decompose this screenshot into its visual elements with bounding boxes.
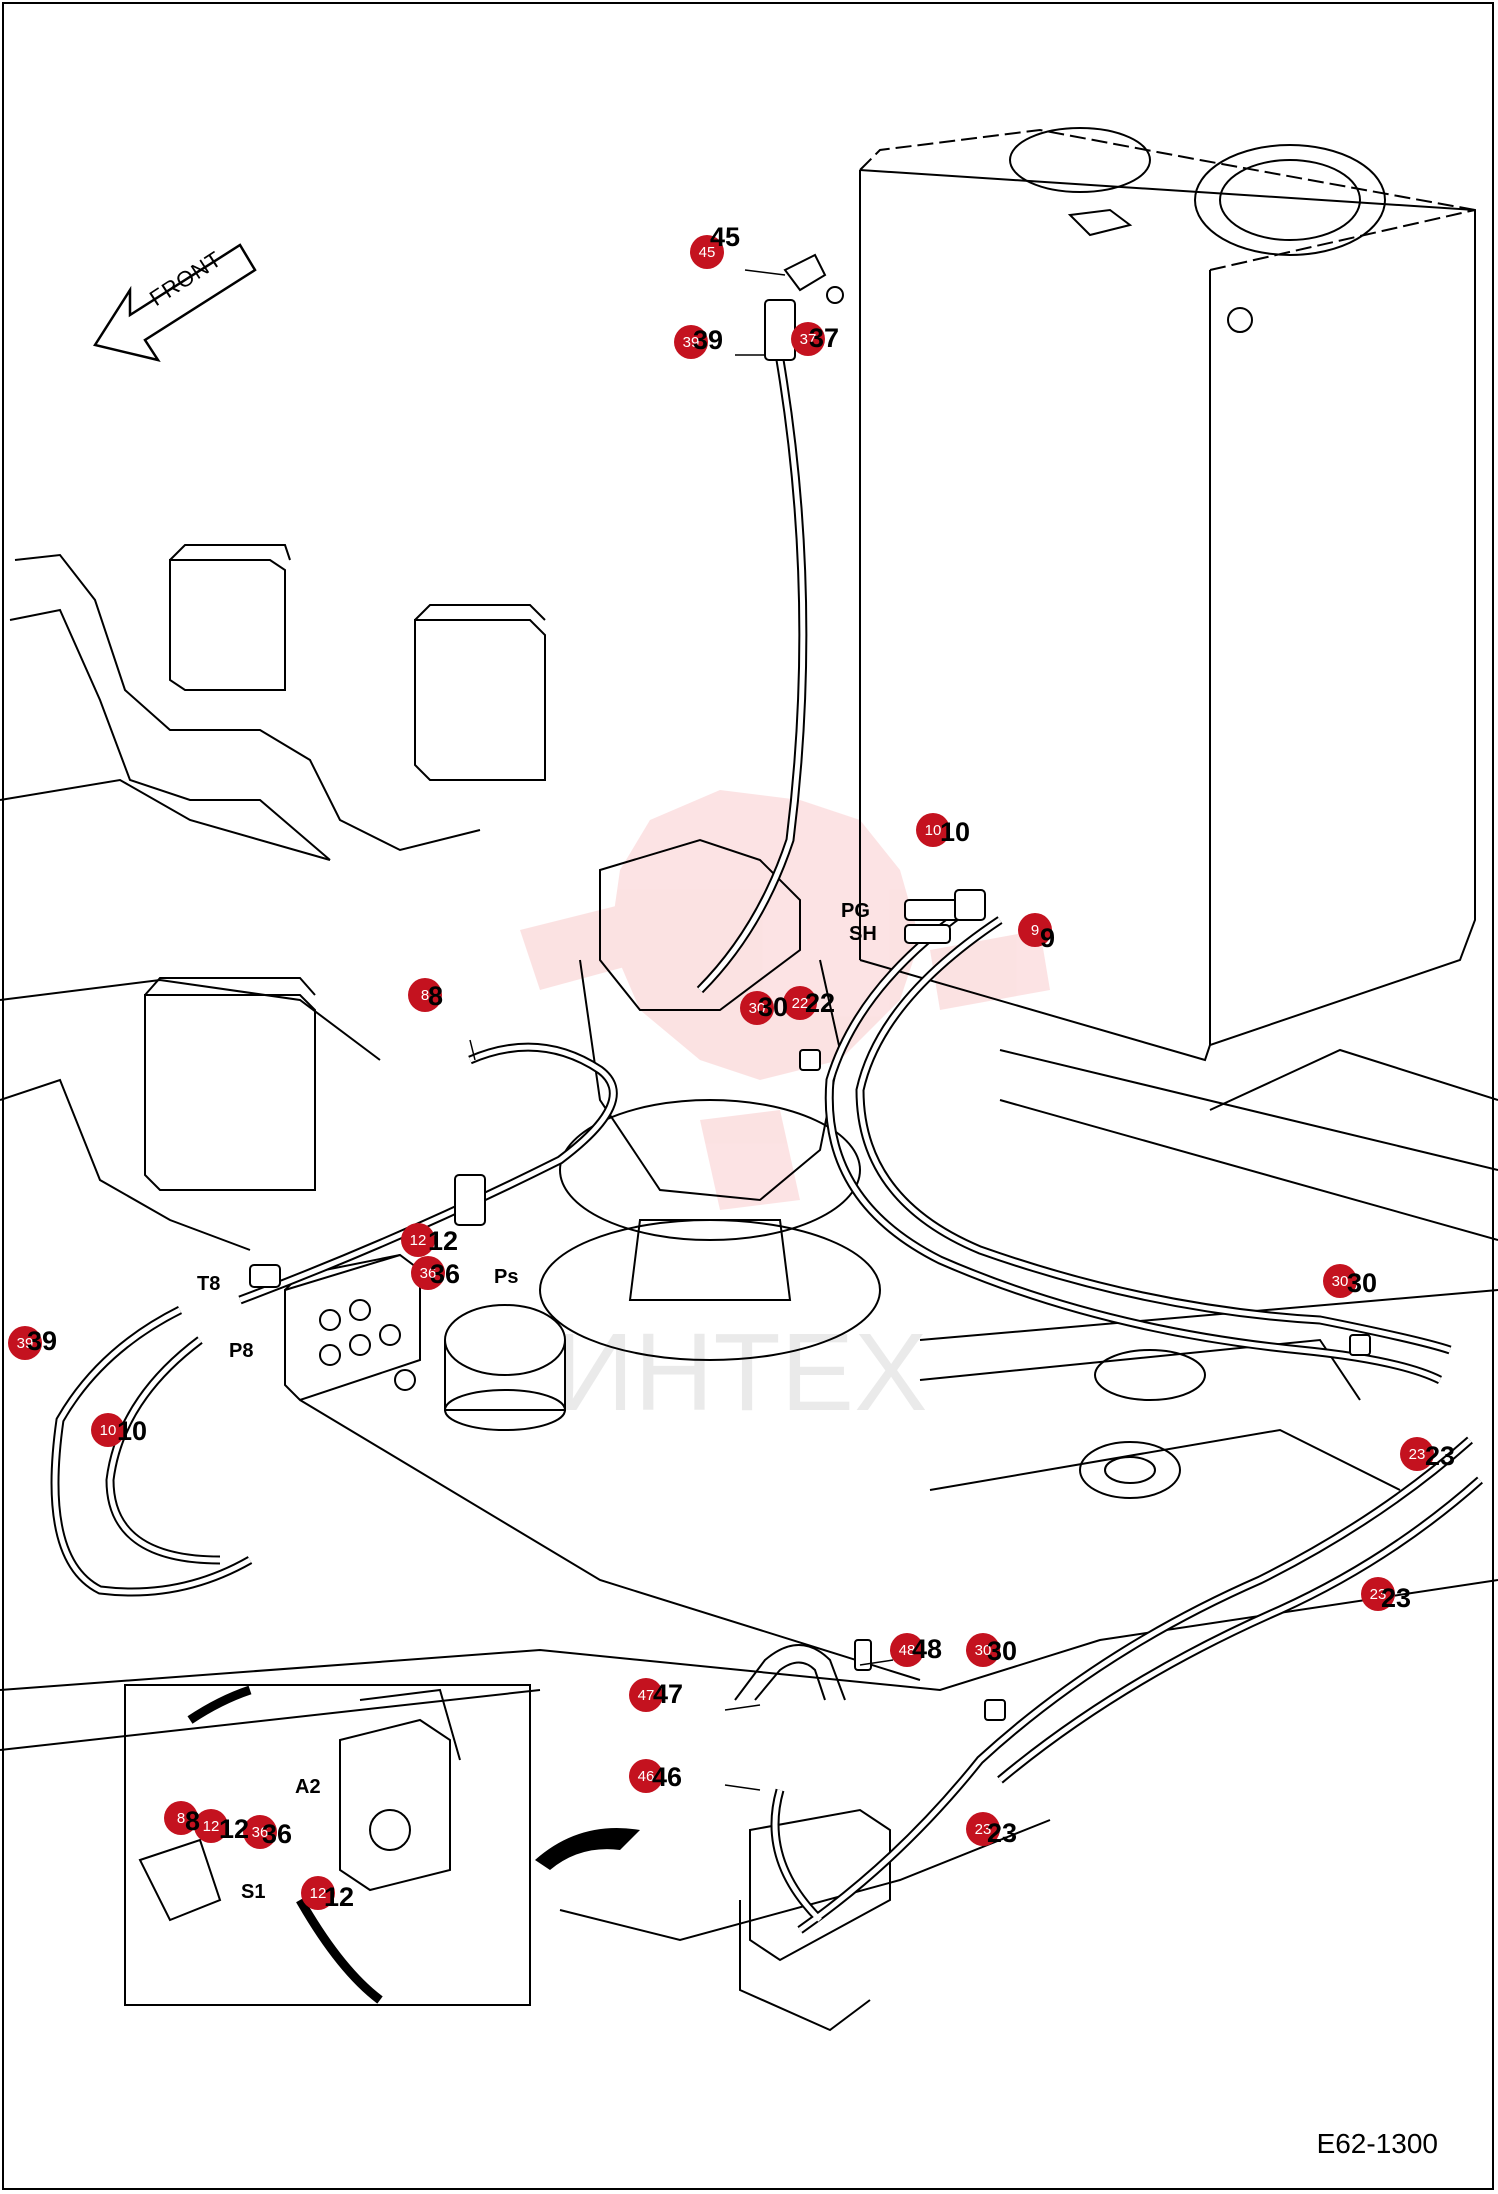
callout-36: 36 xyxy=(243,1815,277,1849)
part-label-8: 8 xyxy=(428,981,444,1011)
callout-30: 30 xyxy=(740,991,774,1025)
callout-39: 39 xyxy=(8,1326,42,1360)
part-label-47: 47 xyxy=(653,1679,684,1709)
callout-10: 10 xyxy=(916,813,950,847)
callout-22: 22 xyxy=(783,986,817,1020)
callout-23: 23 xyxy=(966,1812,1000,1846)
part-label-23: 23 xyxy=(1425,1441,1456,1471)
part-label-30: 30 xyxy=(758,992,789,1022)
hose-highlights xyxy=(52,359,1482,1933)
part-label-39: 39 xyxy=(27,1326,58,1356)
part-label-22: 22 xyxy=(805,988,836,1018)
part-label-12: 12 xyxy=(324,1882,355,1912)
callout-12: 12 xyxy=(194,1809,228,1843)
callout-9: 9 xyxy=(1018,913,1052,947)
callout-48: 48 xyxy=(890,1633,924,1667)
callout-12: 12 xyxy=(401,1223,435,1257)
callout-47: 47 xyxy=(629,1678,663,1712)
part-label-45: 45 xyxy=(710,222,741,252)
part-label-p8: P8 xyxy=(229,1340,254,1362)
callout-23: 23 xyxy=(1400,1437,1434,1471)
part-label-23: 23 xyxy=(1381,1583,1412,1613)
leader-lines xyxy=(469,269,894,1791)
part-label-t8: T8 xyxy=(197,1273,221,1295)
part-label-23: 23 xyxy=(987,1818,1018,1848)
callout-30: 30 xyxy=(966,1633,1000,1667)
callout-45: 45 xyxy=(690,235,724,269)
part-label-sh: SH xyxy=(849,923,877,945)
callout-37: 37 xyxy=(791,322,825,356)
callout-12: 12 xyxy=(301,1876,335,1910)
top-fittings xyxy=(249,253,1371,1721)
part-label-pg: PG xyxy=(841,900,870,922)
part-label-30: 30 xyxy=(987,1636,1018,1666)
part-label-30: 30 xyxy=(1347,1268,1378,1298)
callout-23: 23 xyxy=(1361,1577,1395,1611)
part-label-9: 9 xyxy=(1040,923,1056,953)
part-label-48: 48 xyxy=(912,1634,943,1664)
frame-outline xyxy=(0,127,1498,2032)
part-label-46: 46 xyxy=(652,1762,683,1792)
part-label-10: 10 xyxy=(117,1416,148,1446)
drawing-code: E62-1300 xyxy=(1316,2128,1438,2159)
part-label-12: 12 xyxy=(219,1814,250,1844)
front-arrow xyxy=(93,243,257,362)
part-label-8: 8 xyxy=(185,1806,201,1836)
detail-inset xyxy=(124,1684,531,2006)
part-label-36: 36 xyxy=(262,1819,293,1849)
part-label-a2: A2 xyxy=(295,1776,321,1798)
part-label-10: 10 xyxy=(940,817,971,847)
callout-8: 8 xyxy=(164,1801,198,1835)
callout-39: 39 xyxy=(674,325,708,359)
callout-8: 8 xyxy=(408,978,442,1012)
callout-10: 10 xyxy=(91,1413,125,1447)
watermark-text: ИНТЕХ xyxy=(555,1311,927,1434)
callout-36: 36 xyxy=(411,1256,445,1290)
watermark-logo xyxy=(520,790,1050,1210)
callout-30: 30 xyxy=(1323,1264,1357,1298)
part-label-ps: Ps xyxy=(494,1266,519,1288)
part-label-s1: S1 xyxy=(241,1881,266,1903)
part-label-36: 36 xyxy=(430,1259,461,1289)
callout-46: 46 xyxy=(629,1759,663,1793)
part-label-39: 39 xyxy=(693,325,724,355)
part-label-37: 37 xyxy=(809,323,840,353)
inset-pointer xyxy=(535,1828,640,1870)
part-label-12: 12 xyxy=(428,1226,459,1256)
